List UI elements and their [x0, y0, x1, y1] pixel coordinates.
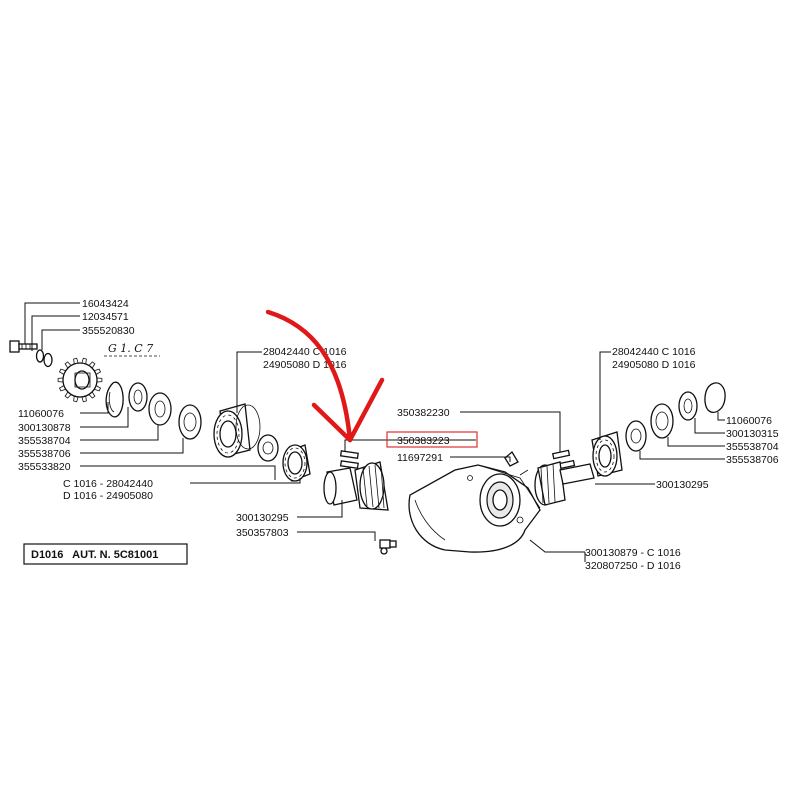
circlip-right-part	[704, 382, 726, 413]
label-11060076-right: 11060076	[726, 415, 772, 427]
washer-right-2-part	[650, 403, 674, 439]
sprocket-tooth	[96, 377, 103, 383]
sprocket-tooth	[73, 395, 79, 403]
key-pin-lower-part	[339, 460, 359, 469]
washer-small-part	[35, 349, 45, 363]
label-350383223: 350383223	[397, 435, 450, 447]
washer-left-3-part	[178, 404, 202, 440]
highlight-box	[386, 431, 478, 448]
key-pin-right-part	[551, 449, 571, 460]
label-300130295-right: 300130295	[656, 479, 709, 491]
label-300130878: 300130878	[18, 422, 71, 434]
sprocket-gear-part	[57, 357, 103, 403]
label-11060076-left: 11060076	[18, 408, 64, 420]
label-24905080-mid: 24905080 D 1016	[263, 359, 347, 371]
sprocket-tooth	[88, 391, 96, 399]
label-355538706-right: 355538706	[726, 454, 779, 466]
sprocket-tooth	[58, 385, 66, 392]
label-320807250: 320807250 - D 1016	[585, 560, 681, 572]
sprocket-tooth	[64, 361, 72, 369]
label-355538704-right: 355538704	[726, 441, 779, 453]
label-28042440-mid: 28042440 C 1016	[263, 346, 347, 358]
label-12034571: 12034571	[82, 311, 129, 323]
label-300130315: 300130315	[726, 428, 779, 440]
label-355538706-left: 355538706	[18, 448, 71, 460]
label-16043424: 16043424	[82, 298, 129, 310]
red-arrow-annotation	[265, 309, 385, 443]
label-355538704-left: 355538704	[18, 435, 71, 447]
sprocket-tooth	[81, 395, 87, 403]
label-11697291: 11697291	[397, 452, 443, 464]
model-box-text: D1016 AUT. N. 5C81001	[31, 549, 158, 561]
label-24905080-right: 24905080 D 1016	[612, 359, 696, 371]
label-350382230: 350382230	[397, 407, 450, 419]
label-300130295-mid: 300130295	[236, 512, 289, 524]
sprocket-tooth	[88, 361, 96, 369]
label-28042440-right: 28042440 C 1016	[612, 346, 696, 358]
grease-nipple-part	[379, 539, 397, 555]
washer-left-2-part	[148, 392, 172, 426]
key-pin-upper-part	[339, 450, 359, 459]
washer-left-1-part	[128, 382, 148, 412]
bearing-right-part	[591, 431, 623, 477]
label-300130879: 300130879 - C 1016	[585, 547, 681, 559]
bevel-gear-right-part	[534, 461, 595, 506]
bevel-gear-shaft-part	[323, 461, 389, 511]
label-355520830: 355520830	[82, 325, 135, 337]
label-d1016-left: D 1016 - 24905080	[63, 490, 153, 502]
washer-right-3-part	[678, 391, 698, 421]
circlip-left-part	[105, 381, 124, 418]
sprocket-tooth	[94, 368, 102, 375]
sprocket-tooth	[57, 377, 64, 383]
bearing-left-2-part	[282, 444, 311, 482]
bolt-part	[9, 340, 38, 353]
bearing-left-part	[213, 403, 261, 458]
sprocket-tooth	[73, 357, 79, 365]
sprocket-tooth	[64, 391, 72, 399]
nut-part	[43, 352, 53, 368]
washer-left-4-part	[257, 434, 279, 462]
model-box	[23, 543, 188, 565]
sprocket-tooth	[58, 368, 66, 375]
sprocket-tooth	[94, 385, 102, 392]
gearbox-housing-part	[408, 451, 541, 553]
label-350357803: 350357803	[236, 527, 289, 539]
label-355533820: 355533820	[18, 461, 71, 473]
gear-note: G 1. C 7	[108, 342, 153, 355]
sprocket-tooth	[81, 357, 87, 365]
washer-right-1-part	[625, 420, 647, 452]
label-c1016-left: C 1016 - 28042440	[63, 478, 153, 490]
leader-lines	[24, 302, 725, 562]
